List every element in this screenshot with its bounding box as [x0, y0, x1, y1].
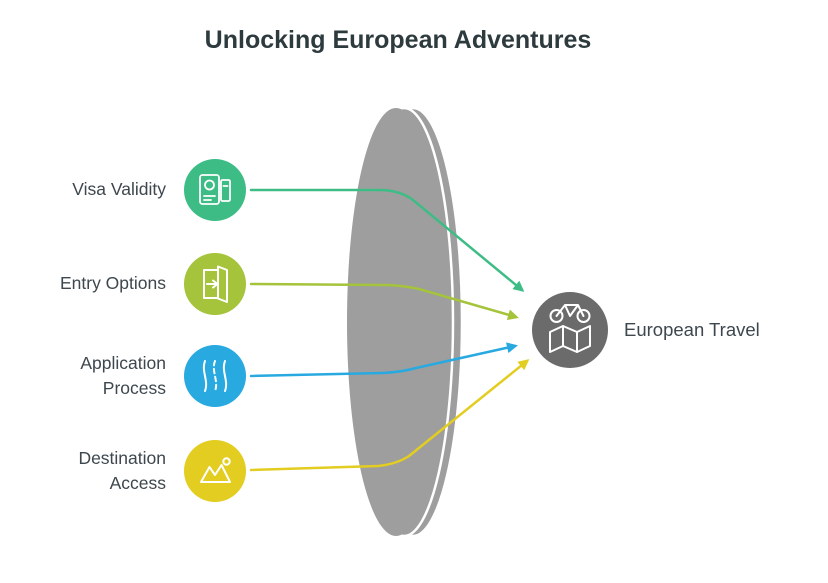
item-label-destination-access: Destination Access — [78, 447, 166, 493]
landscape-icon — [200, 457, 231, 483]
lens-shape — [347, 106, 464, 538]
icon-circle-destination — [184, 440, 246, 502]
passport-icon — [199, 174, 231, 205]
route-icon — [202, 360, 228, 392]
result-label: European Travel — [624, 319, 760, 340]
item-label-visa-validity: Visa Validity — [72, 179, 166, 200]
lens-layer-front — [347, 108, 445, 536]
bicycle-map-icon — [549, 304, 591, 353]
page-title: Unlocking European Adventures — [204, 26, 592, 54]
item-icon-destination-access — [184, 440, 246, 502]
result-node — [532, 292, 608, 368]
arrow-entry-options — [249, 282, 519, 321]
item-label-application-process: Application Process — [80, 352, 166, 398]
arrow-destination-access — [249, 359, 530, 472]
item-label-entry-options: Entry Options — [59, 273, 166, 294]
door-exit-icon — [203, 265, 228, 303]
item-icon-visa-validity — [184, 159, 246, 221]
icon-circle-visa — [184, 159, 246, 221]
arrow-application-process — [249, 342, 518, 378]
item-icon-application-process — [184, 345, 246, 407]
arrow-visa-validity — [249, 188, 525, 292]
item-icon-entry-options — [184, 253, 246, 315]
